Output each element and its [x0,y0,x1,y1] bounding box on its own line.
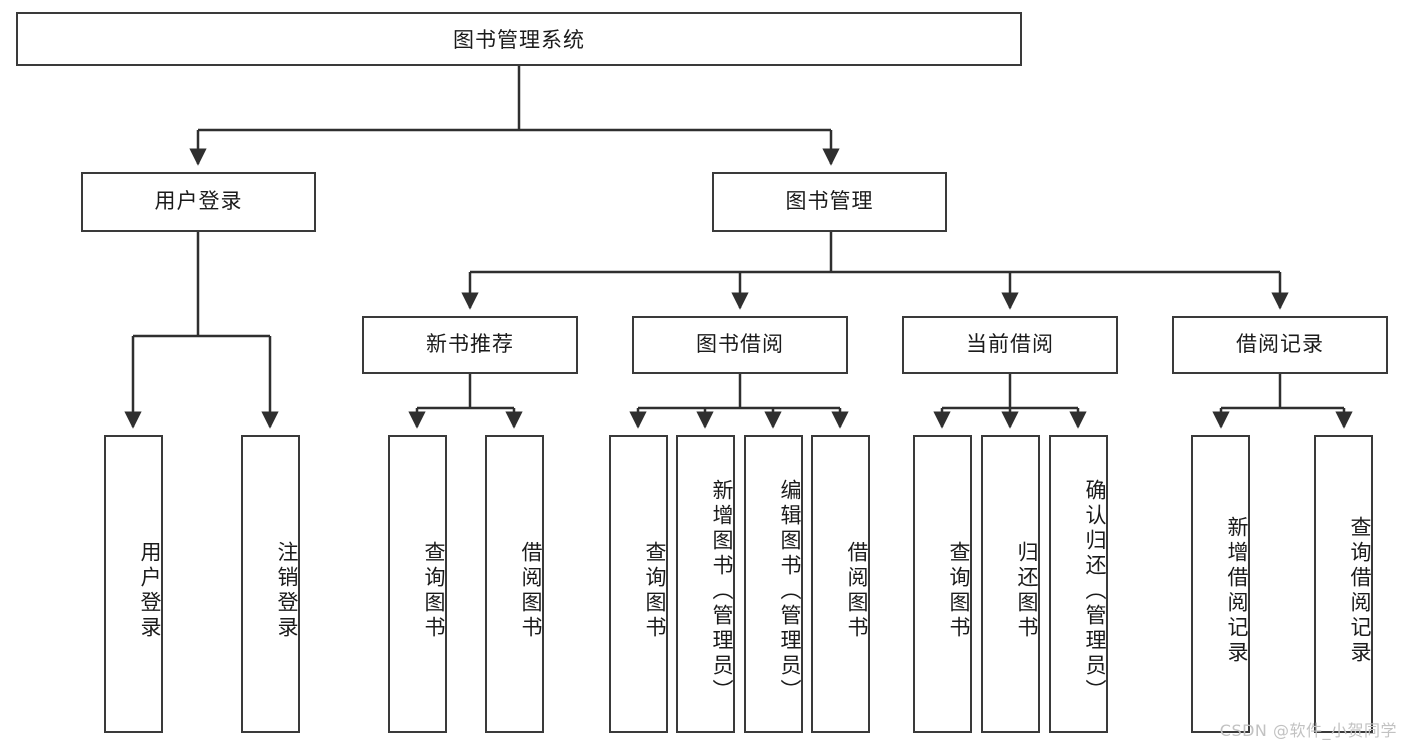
node-user-login[interactable]: 用户登录 [81,172,316,232]
leaf-add-borrow-record-label: 新增借阅记录 [1225,516,1249,666]
node-book-management[interactable]: 图书管理 [712,172,947,232]
leaf-edit-book-admin-label: 编辑图书（管理员） [778,478,802,704]
leaf-borrow-book-label: 借阅图书 [845,541,869,641]
node-book-borrow-label: 图书借阅 [696,332,784,357]
watermark: CSDN @软件_小贺同学 [1219,721,1397,740]
node-current-borrow[interactable]: 当前借阅 [902,316,1118,374]
leaf-borrow-book[interactable]: 借阅图书 [811,435,870,733]
leaf-query-book-new[interactable]: 查询图书 [388,435,447,733]
leaf-user-login[interactable]: 用户登录 [104,435,163,733]
node-new-book-recommend[interactable]: 新书推荐 [362,316,578,374]
leaf-add-borrow-record[interactable]: 新增借阅记录 [1191,435,1250,733]
leaf-user-login-label: 用户登录 [138,541,162,641]
leaf-query-borrow-record-label: 查询借阅记录 [1348,516,1372,666]
leaf-query-book-borrow-label: 查询图书 [643,541,667,641]
leaf-logout-label: 注销登录 [275,541,299,641]
leaf-query-book-current[interactable]: 查询图书 [913,435,972,733]
node-borrow-records-label: 借阅记录 [1236,332,1324,357]
leaf-add-book-admin[interactable]: 新增图书（管理员） [676,435,735,733]
leaf-add-book-admin-label: 新增图书（管理员） [710,478,734,704]
leaf-query-book-current-label: 查询图书 [947,541,971,641]
node-root-label: 图书管理系统 [453,28,585,52]
node-current-borrow-label: 当前借阅 [966,332,1054,357]
leaf-query-borrow-record[interactable]: 查询借阅记录 [1314,435,1373,733]
node-user-login-label: 用户登录 [154,189,243,214]
leaf-query-book-new-label: 查询图书 [422,541,446,641]
leaf-borrow-book-new[interactable]: 借阅图书 [485,435,544,733]
leaf-return-book-label: 归还图书 [1015,541,1039,641]
node-new-book-recommend-label: 新书推荐 [426,332,514,357]
leaf-return-book[interactable]: 归还图书 [981,435,1040,733]
leaf-logout[interactable]: 注销登录 [241,435,300,733]
node-book-management-label: 图书管理 [785,189,874,214]
leaf-confirm-return-admin-label: 确认归还（管理员） [1083,478,1107,704]
leaf-edit-book-admin[interactable]: 编辑图书（管理员） [744,435,803,733]
node-root[interactable]: 图书管理系统 [16,12,1022,66]
node-book-borrow[interactable]: 图书借阅 [632,316,848,374]
leaf-query-book-borrow[interactable]: 查询图书 [609,435,668,733]
leaf-borrow-book-new-label: 借阅图书 [519,541,543,641]
leaf-confirm-return-admin[interactable]: 确认归还（管理员） [1049,435,1108,733]
node-borrow-records[interactable]: 借阅记录 [1172,316,1388,374]
